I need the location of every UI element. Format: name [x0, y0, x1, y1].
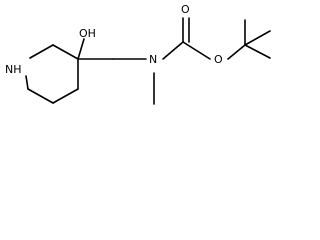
atom-label-oh: OH: [79, 27, 96, 40]
bond-c5-c6: [27, 88, 54, 104]
bond-n-carbonyl-c: [162, 41, 184, 60]
piperidine-ring: [25, 44, 79, 104]
carbonyl-double-bond: [182, 17, 190, 43]
atom-label-o-ester: O: [214, 53, 223, 66]
bond-c4-c5: [52, 88, 79, 104]
bond-carbonyl-c-o-ester: [182, 41, 211, 60]
bond-cq-me3: [244, 44, 271, 59]
bond-c3-oh: [77, 38, 85, 60]
bond-c6-n1: [25, 75, 29, 90]
bond-o-ester-cq: [227, 44, 246, 60]
bond-n1-c2: [29, 44, 54, 59]
tert-butyl-group: [244, 19, 271, 59]
bond-cq-me2: [244, 30, 271, 46]
atom-label-o-carbonyl: O: [181, 3, 190, 16]
bond-c2-c3: [52, 44, 79, 60]
atom-label-nh: NH: [5, 63, 22, 76]
atom-label-n: N: [149, 53, 157, 66]
chemical-structure-diagram: NH OH N O O: [5, 3, 271, 105]
